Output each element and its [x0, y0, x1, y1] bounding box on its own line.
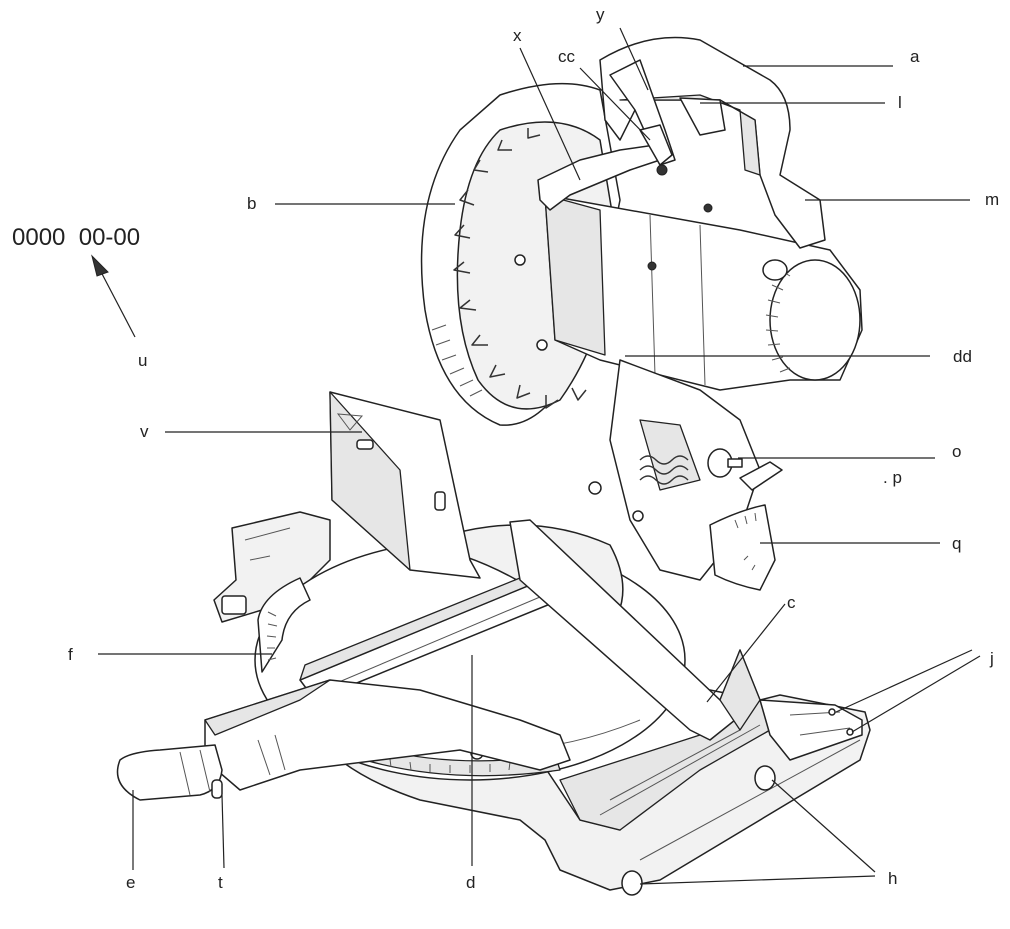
label-d: d: [466, 873, 475, 892]
leader-h2: [639, 875, 876, 885]
fence: [299, 391, 761, 741]
leader-y: [619, 27, 649, 91]
bevel-scale: [257, 577, 311, 673]
callout-labels: 0000 00-00 a l y x cc b m u dd v o . p q…: [12, 5, 999, 892]
label-c: c: [787, 593, 796, 612]
label-a: a: [910, 47, 920, 66]
label-h: h: [888, 869, 897, 888]
leader-cc: [579, 67, 651, 141]
leader-j2: [851, 655, 981, 733]
label-q: q: [952, 534, 961, 553]
label-dd: dd: [953, 347, 972, 366]
leader-u: [99, 269, 136, 338]
leader-j1: [835, 649, 973, 713]
label-e: e: [126, 873, 135, 892]
label-f: f: [68, 645, 73, 664]
label-o: o: [952, 442, 961, 461]
label-u: u: [138, 351, 147, 370]
motor-housing: [544, 194, 863, 391]
leader-x: [519, 47, 581, 181]
label-v: v: [140, 422, 149, 441]
leader-t: [221, 794, 225, 869]
leader-c: [706, 603, 786, 703]
arrow-head-u: [91, 254, 109, 277]
label-cc: cc: [558, 47, 576, 66]
leader-h1: [771, 779, 876, 873]
control-arm: [116, 679, 571, 801]
serial-number: 0000 00-00: [12, 224, 140, 251]
label-x: x: [513, 26, 522, 45]
label-y: y: [596, 5, 605, 24]
pivot-assembly: [588, 359, 783, 591]
guard-lever: [537, 124, 673, 211]
label-m: m: [985, 190, 999, 209]
label-l: l: [898, 93, 902, 112]
label-j: j: [989, 649, 994, 668]
leader-lines: [91, 27, 981, 885]
label-b: b: [247, 194, 256, 213]
label-p: . p: [883, 468, 902, 487]
label-t: t: [218, 873, 223, 892]
saw-base: [213, 511, 871, 896]
